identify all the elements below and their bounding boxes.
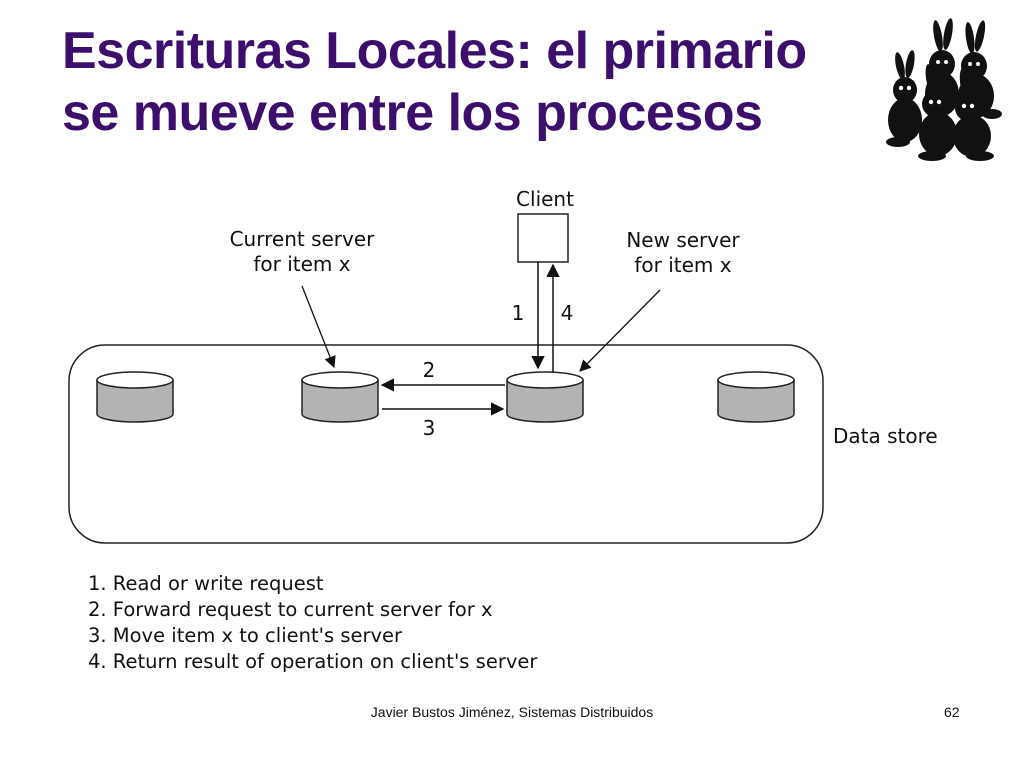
disk-new-server: [506, 371, 584, 423]
step-item: 1. Read or write request: [88, 572, 324, 595]
arrow-label-3: 3: [423, 416, 436, 440]
disk-store-1: [96, 371, 174, 423]
page-number: 62: [944, 704, 960, 720]
step-item: 3. Move item x to client's server: [88, 624, 403, 647]
new-server-label-1: New server: [626, 228, 740, 252]
footer-credit: Javier Bustos Jiménez, Sistemas Distribu…: [370, 704, 654, 720]
client-box: [517, 213, 569, 263]
step-item: 4. Return result of operation on client'…: [88, 650, 538, 673]
slide-title: Escrituras Locales: el primario se mueve…: [62, 20, 807, 144]
rabbits-clipart-icon: [886, 18, 1002, 161]
arrow-label-2: 2: [423, 358, 436, 382]
arrow-label-1: 1: [512, 301, 525, 325]
data-store-boundary: [68, 344, 824, 544]
pointer-new-server: [579, 289, 661, 372]
client-label: Client: [516, 187, 574, 211]
slide-title-line-2: se mueve entre los procesos: [62, 84, 763, 142]
new-server-label-2: for item x: [634, 253, 731, 277]
slide-title-line-1: Escrituras Locales: el primario: [62, 22, 807, 80]
step-item: 2. Forward request to current server for…: [88, 598, 493, 621]
current-server-label-2: for item x: [253, 252, 350, 276]
pointer-current-server: [301, 285, 336, 369]
arrow-label-4: 4: [561, 301, 574, 325]
disk-store-4: [717, 371, 795, 423]
current-server-label-1: Current server: [230, 227, 376, 251]
disk-current-server: [301, 371, 379, 423]
data-store-label: Data store: [833, 424, 938, 448]
steps-list: 1. Read or write request 2. Forward requ…: [88, 571, 537, 675]
